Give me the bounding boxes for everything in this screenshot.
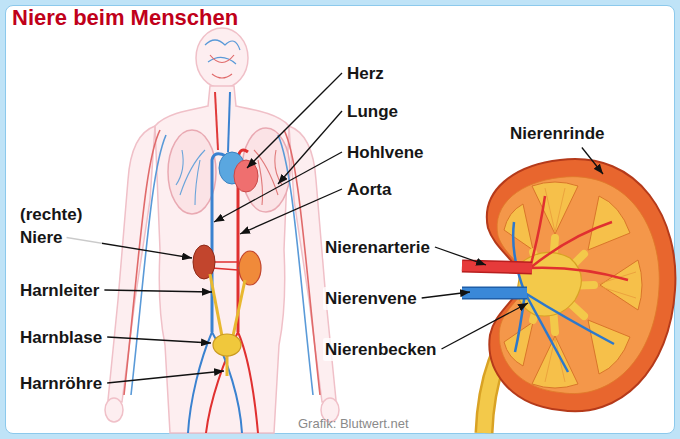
ureter — [210, 274, 222, 336]
vessel — [205, 40, 240, 50]
leader-line — [582, 148, 603, 175]
part-label: Nierenvene — [323, 287, 419, 310]
diagram-title: Niere beim Menschen — [12, 4, 238, 32]
kidney — [239, 251, 261, 285]
artery — [124, 130, 160, 395]
vessel — [210, 55, 234, 63]
heart — [234, 160, 258, 192]
vein — [131, 135, 166, 395]
artery-branches — [530, 196, 628, 280]
leader-line — [422, 292, 470, 298]
part-label: Aorta — [345, 178, 393, 201]
lung — [168, 130, 216, 214]
vein — [278, 135, 313, 395]
vessel — [212, 74, 232, 78]
urethra — [226, 355, 229, 376]
hand — [105, 398, 123, 422]
lung-vessel — [176, 150, 205, 205]
torso — [155, 86, 289, 433]
leader-lines — [67, 73, 603, 383]
renal-pyramids — [504, 182, 642, 388]
renal-medulla — [497, 177, 659, 394]
renal-artery — [462, 266, 532, 268]
pyramid — [504, 204, 533, 250]
leader-line — [247, 73, 342, 168]
kidney — [193, 245, 215, 279]
watermark-credit: Grafik: Blutwert.net — [296, 416, 411, 432]
leader-line — [240, 189, 342, 234]
renal-cortex — [487, 159, 676, 411]
part-label: Harnröhre — [18, 372, 104, 395]
leader-line — [214, 152, 342, 222]
renal-vein — [462, 288, 527, 298]
renal-vessel — [212, 262, 238, 270]
human-figure — [105, 28, 339, 433]
arm — [108, 126, 155, 402]
vein-branches — [513, 222, 614, 372]
pyramid — [532, 336, 578, 388]
part-label: Harnleiter — [18, 279, 101, 302]
leader-line — [107, 371, 224, 383]
leader-line — [107, 337, 211, 343]
part-label: Lunge — [345, 100, 400, 123]
leader-line — [278, 111, 342, 184]
kidney-section — [462, 159, 675, 433]
part-label: Harnblase — [18, 326, 104, 349]
pyramid — [588, 320, 630, 374]
leader-line — [435, 247, 486, 265]
artery — [215, 92, 218, 150]
bladder — [213, 334, 241, 356]
ureter — [233, 280, 245, 336]
part-label: (rechte) Niere — [18, 203, 102, 249]
leader-line — [104, 290, 212, 292]
head — [196, 28, 248, 88]
part-label: Hohlvene — [345, 141, 426, 164]
vein — [228, 92, 230, 152]
leader-line — [442, 303, 529, 349]
part-label: Nierenrinde — [508, 122, 606, 145]
artery — [284, 130, 320, 395]
part-label: Nierenbecken — [323, 338, 439, 361]
renal-artery — [462, 266, 532, 268]
part-label: Nierenarterie — [323, 236, 432, 259]
part-label: Herz — [345, 62, 386, 85]
pyramid — [600, 260, 642, 310]
leg-vein — [188, 332, 242, 433]
renal-vein — [462, 287, 527, 300]
